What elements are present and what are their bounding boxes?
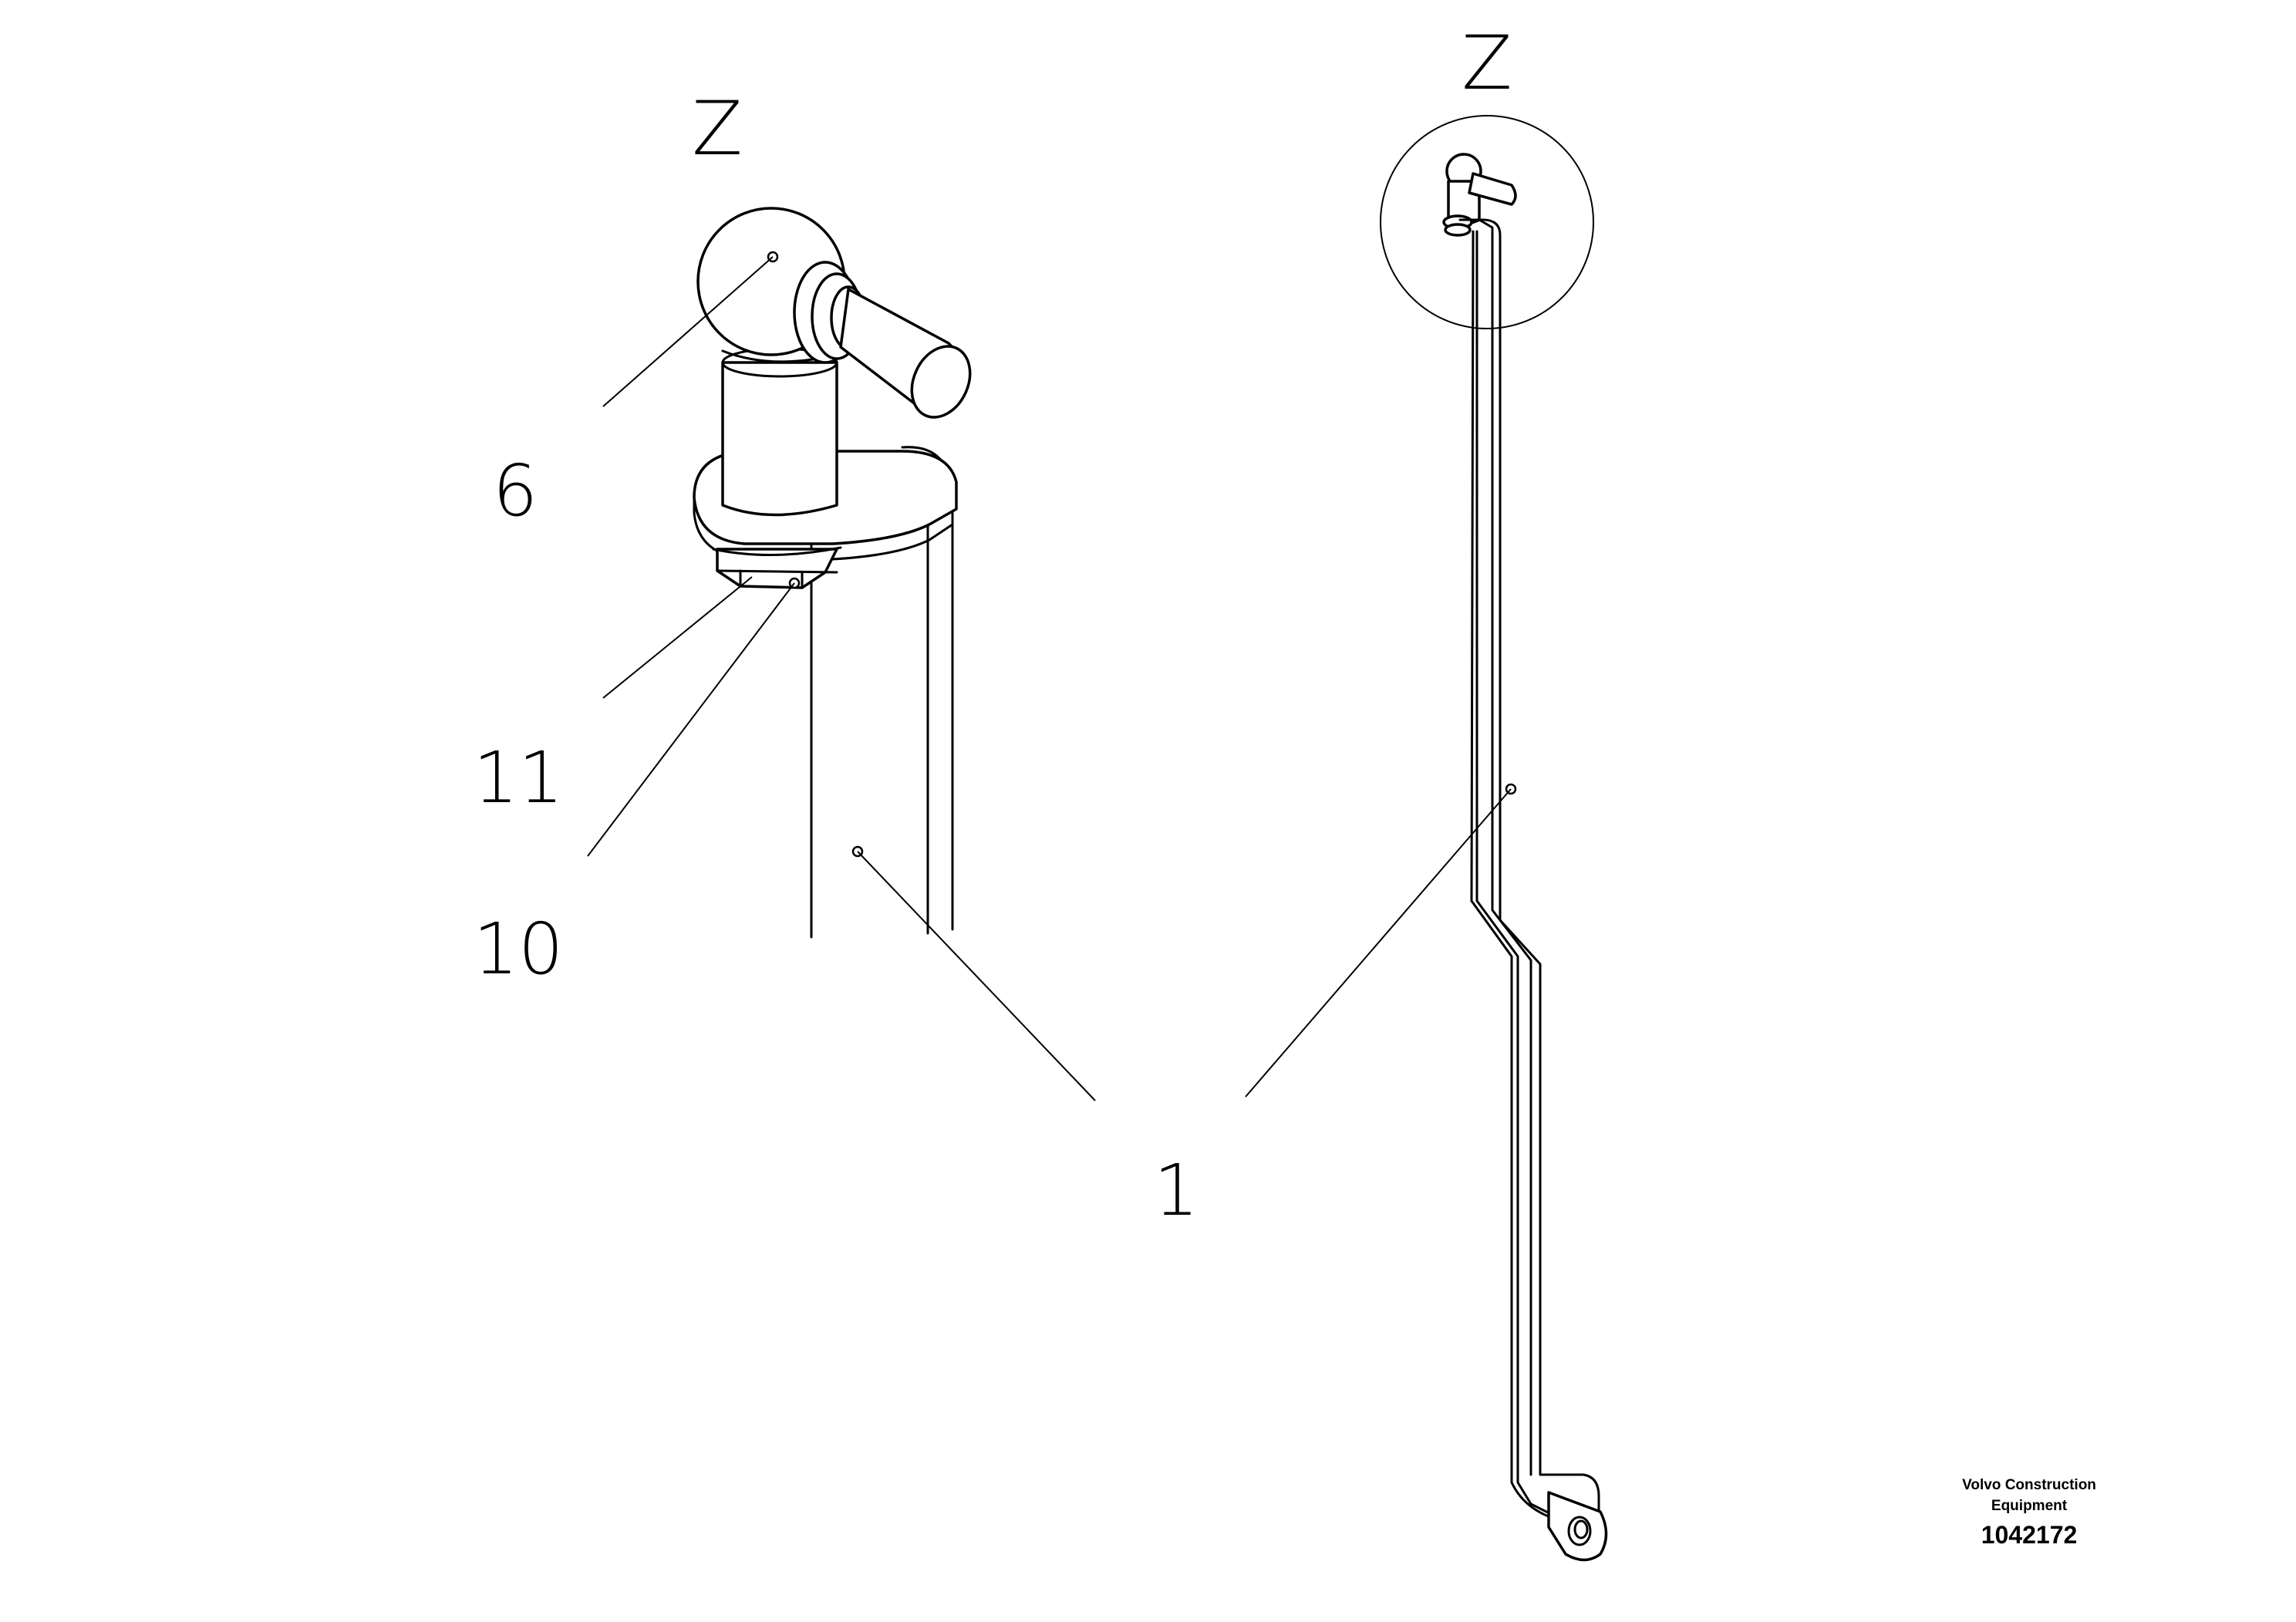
nozzle-detail xyxy=(793,261,972,419)
leader-line-1-detail xyxy=(857,851,1096,1101)
callout-1: 1 xyxy=(1154,1149,1199,1232)
leader-line-6 xyxy=(602,256,774,407)
title-block: Volvo Construction Equipment 1042172 xyxy=(1962,1477,2096,1549)
fitting-overview xyxy=(1442,153,1517,237)
overview-view: Z xyxy=(1245,20,1608,1562)
view-label-z-overview: Z xyxy=(1462,20,1512,106)
fitting-body-detail xyxy=(721,347,838,517)
view-label-z-detail: Z xyxy=(692,86,743,172)
callout-11: 11 xyxy=(473,737,563,819)
leader-line-11 xyxy=(602,576,753,699)
callout-10: 10 xyxy=(473,908,563,990)
detail-view-z: Z xyxy=(587,86,1096,1101)
washer-part-10 xyxy=(712,546,842,557)
leader-line-10 xyxy=(587,582,795,857)
long-bracket-part-1 xyxy=(1458,218,1608,1562)
document-number: 1042172 xyxy=(1981,1521,2078,1549)
manufacturer-line-2: Equipment xyxy=(1991,1498,2068,1514)
callout-6: 6 xyxy=(493,450,538,532)
leader-line-1-overview xyxy=(1245,788,1512,1098)
manufacturer-line-1: Volvo Construction xyxy=(1962,1477,2096,1493)
detail-circle-z xyxy=(1380,115,1594,329)
